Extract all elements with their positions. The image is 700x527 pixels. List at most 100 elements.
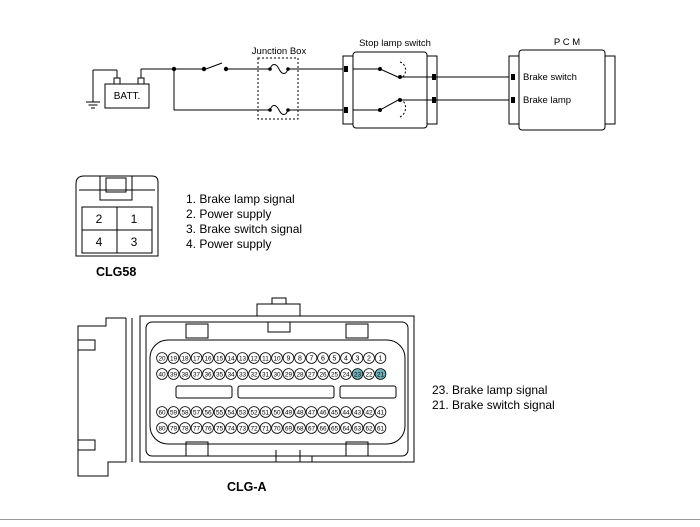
clga-pin-48: 48 <box>296 410 304 417</box>
clga-pin-7: 7 <box>310 356 314 363</box>
clga-pin-circle <box>202 406 214 418</box>
clga-pin-76: 76 <box>204 426 212 433</box>
clga-pin-62: 62 <box>365 426 373 433</box>
clga-pin-circle <box>305 368 318 380</box>
clga-legend: 23. Brake lamp signal 21. Brake switch s… <box>432 383 555 413</box>
clga-pin-52: 52 <box>250 410 258 417</box>
clga-pin-37: 37 <box>193 372 201 379</box>
clga-pin-circle <box>271 406 283 418</box>
clga-pin-circle <box>179 352 191 364</box>
clga-pin-circle <box>305 352 318 364</box>
wiring-lines <box>173 62 509 111</box>
clga-pin-79: 79 <box>170 426 178 433</box>
clga-pin-44: 44 <box>342 410 350 417</box>
clga-pin-5: 5 <box>333 356 337 363</box>
clga-pin-circle <box>340 422 352 434</box>
clga-pin-circle <box>374 406 387 418</box>
clga-pin-75: 75 <box>216 426 224 433</box>
clga-pin-77: 77 <box>193 426 201 433</box>
clga-pin-circle <box>259 368 272 380</box>
clga-pin-circle <box>271 368 283 380</box>
clga-pin-53: 53 <box>239 410 247 417</box>
clga-pin-55: 55 <box>216 410 224 417</box>
clga-pin-circle <box>236 406 249 418</box>
clga-pin-59: 59 <box>170 410 178 417</box>
clga-pin-39: 39 <box>170 372 178 379</box>
clga-pin-67: 67 <box>308 426 316 433</box>
clga-pin-circle <box>317 368 329 380</box>
clga-pin-circle <box>271 422 283 434</box>
clga-pin-circle <box>294 352 306 364</box>
clga-connector <box>77 297 415 477</box>
clga-pin-4: 4 <box>344 356 348 363</box>
stop-lamp-switch-label: Stop lamp switch <box>359 38 431 49</box>
clga-pin-circle <box>213 406 226 418</box>
clga-pin-73: 73 <box>239 426 247 433</box>
clga-pin-19: 19 <box>170 356 178 363</box>
clga-pin-circle <box>351 422 364 434</box>
clga-pin-27: 27 <box>308 372 316 379</box>
clga-pin-65: 65 <box>331 426 339 433</box>
clga-pin-50: 50 <box>273 410 281 417</box>
clg58-legend-item-2: 2. Power supply <box>186 207 272 221</box>
clga-pin-35: 35 <box>216 372 224 379</box>
clga-pin-circle <box>294 368 306 380</box>
clga-pin-circle <box>156 406 168 418</box>
clga-pin-38: 38 <box>181 372 189 379</box>
clga-pin-circle <box>294 406 306 418</box>
clga-pin-72: 72 <box>250 426 258 433</box>
clga-pin-30: 30 <box>273 372 281 379</box>
clga-pin-circle <box>202 422 214 434</box>
clga-pin-circle <box>156 352 168 364</box>
clga-title: CLG-A <box>227 480 267 494</box>
clga-pin-33: 33 <box>239 372 247 379</box>
clga-pin-circle <box>351 352 364 364</box>
clga-pin-circle <box>156 368 168 380</box>
clga-pin-circle <box>167 352 180 364</box>
clga-pin-circle <box>202 352 214 364</box>
clga-pin-circle <box>340 352 352 364</box>
clga-pin-circle <box>317 406 329 418</box>
clga-pin-circle <box>363 422 375 434</box>
clga-pin-circle <box>271 352 283 364</box>
clga-pin-circle <box>363 406 375 418</box>
clga-pin-11: 11 <box>262 356 269 363</box>
clga-pin-17: 17 <box>193 356 201 363</box>
clga-pin-circle <box>374 352 387 364</box>
clga-pin-2: 2 <box>367 356 371 363</box>
pcm-pin-brake-switch: Brake switch <box>523 72 577 83</box>
clga-pin-47: 47 <box>308 410 316 417</box>
clga-pin-28: 28 <box>296 372 304 379</box>
clga-pin-18: 18 <box>181 356 189 363</box>
clga-pin-41: 41 <box>377 410 385 417</box>
clga-pin-61: 61 <box>377 426 385 433</box>
clga-pin-circle <box>179 406 191 418</box>
clg58-legend-item-3: 3. Brake switch signal <box>186 222 303 236</box>
clga-pin-circle <box>248 352 260 364</box>
clga-pin-circle <box>305 406 318 418</box>
clga-pin-circle <box>179 368 191 380</box>
clg58-connector <box>75 175 159 257</box>
clga-pin-15: 15 <box>216 356 224 363</box>
clga-pin-circle <box>225 422 237 434</box>
clga-pin-circle <box>225 352 237 364</box>
clga-pin-6: 6 <box>321 356 325 363</box>
clga-pin-circle <box>167 368 180 380</box>
clga-pin-58: 58 <box>181 410 189 417</box>
clg58-title: CLG58 <box>96 265 137 279</box>
clga-pin-66: 66 <box>319 426 327 433</box>
clga-pin-circle <box>282 422 295 434</box>
clga-pin-60: 60 <box>158 410 166 417</box>
clga-pin-80: 80 <box>158 426 166 433</box>
clga-pin-circle <box>202 368 214 380</box>
clg58-legend-item-1: 1. Brake lamp signal <box>186 192 295 206</box>
clga-pin-1: 1 <box>379 356 383 363</box>
clga-pin-circle <box>167 406 180 418</box>
clga-pin-23: 23 <box>354 372 362 379</box>
clga-pin-circle <box>259 422 272 434</box>
clga-pin-22: 22 <box>365 372 373 379</box>
clga-pin-49: 49 <box>285 410 293 417</box>
clga-pin-13: 13 <box>239 356 247 363</box>
